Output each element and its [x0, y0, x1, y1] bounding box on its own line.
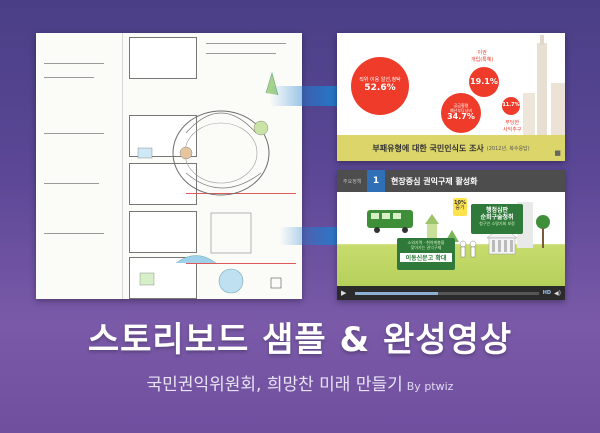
- bubble-third: 공금횡령 예산부당낭비 34.7%: [441, 93, 481, 133]
- scene-illustration: [367, 202, 550, 258]
- subtitle-text: 국민권익위원회, 희망찬 미래 만들기: [146, 375, 403, 395]
- label-mobile-petition: 소외지역 · 취약계층을 찾아가는 권익구제 이동신문고 확대: [397, 238, 455, 270]
- storyboard-sketch: [36, 33, 302, 299]
- video-frame-policy: 주요정책 1 현장중심 권익구제 활성화: [337, 170, 565, 300]
- city-skyline: [523, 35, 565, 135]
- label-interest: 이권 개입(특혜): [471, 50, 494, 63]
- hd-label[interactable]: HD: [542, 290, 552, 296]
- survey-title: 부패유형에 대한 국민인식도 조사: [372, 143, 484, 153]
- progress-fill: [355, 291, 438, 295]
- bubble-fourth: 11.7%: [502, 97, 520, 115]
- sketch-panel: [129, 163, 197, 205]
- label-administrative-hearing: 행정심판 순회구술청취 청구인 소명기회 보장: [471, 204, 523, 234]
- play-icon[interactable]: ▶: [341, 289, 347, 297]
- sketch-drawing: [137, 71, 282, 294]
- section-number: 1: [367, 170, 385, 192]
- growth-badge: 10% 증가: [453, 198, 467, 216]
- section-title: 현장중심 권익구제 활성화: [391, 176, 478, 186]
- policy-header: 주요정책 1 현장중심 권익구제 활성화: [337, 170, 565, 192]
- page-title: 스토리보드 샘플 & 완성영상: [87, 320, 513, 360]
- sketch-panel: [129, 211, 197, 253]
- policy-scene: 10% 증가 행정심판 순회구술청취 청구인 소명기회 보장 소외지역 · 취약…: [337, 192, 565, 286]
- sketch-panel: [129, 37, 197, 79]
- volume-icon[interactable]: ◀): [554, 289, 561, 297]
- sketch-divider: [122, 33, 123, 299]
- settings-icon[interactable]: ■: [554, 149, 561, 157]
- label-private-gain: 부당한 사익추구: [503, 120, 522, 133]
- video-player-bar: ▶ HD ◀): [337, 286, 565, 300]
- bubble-second: 19.1%: [469, 67, 499, 97]
- credit-text: By ptwiz: [406, 380, 454, 393]
- progress-track[interactable]: [355, 291, 539, 295]
- survey-caption-bar: 부패유형에 대한 국민인식도 조사 (2012년, 복수응답): [337, 135, 565, 161]
- bubble-main: 직위 이용 알선,청탁 52.6%: [351, 57, 409, 115]
- section-tag: 주요정책: [343, 178, 362, 185]
- video-frame-survey: 직위 이용 알선,청탁 52.6% 19.1% 공금횡령 예산부당낭비 34.7…: [337, 33, 565, 161]
- survey-year: (2012년, 복수응답): [486, 145, 530, 152]
